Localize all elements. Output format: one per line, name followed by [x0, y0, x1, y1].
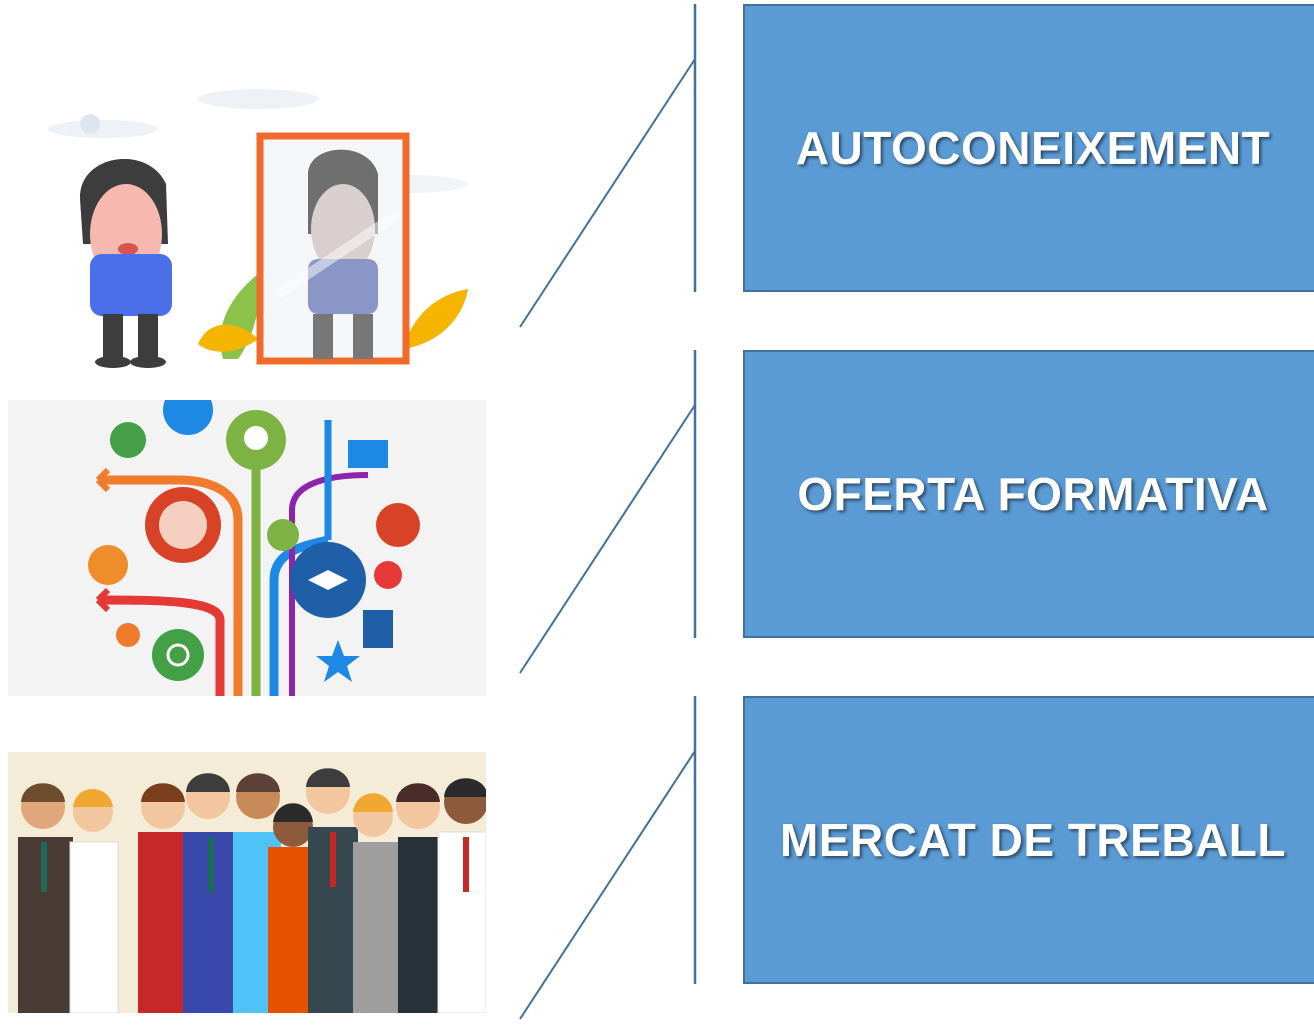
section-autoconeixement: AUTOCONEIXEMENT — [0, 4, 1314, 368]
topic-box-oferta-formativa: OFERTA FORMATIVA — [743, 350, 1314, 638]
connector-line — [519, 696, 697, 1020]
connector-line — [519, 4, 697, 328]
professionals-illustration — [8, 752, 486, 1013]
education-illustration — [8, 400, 486, 696]
mirror-illustration — [8, 44, 486, 374]
connector-line — [519, 350, 697, 674]
section-oferta-formativa: OFERTA FORMATIVA — [0, 350, 1314, 696]
topic-label: AUTOCONEIXEMENT — [795, 122, 1271, 174]
topic-box-mercat-de-treball: MERCAT DE TREBALL — [743, 696, 1314, 984]
topic-label: MERCAT DE TREBALL — [780, 814, 1286, 866]
topic-label: OFERTA FORMATIVA — [797, 468, 1269, 520]
topic-box-autoconeixement: AUTOCONEIXEMENT — [743, 4, 1314, 292]
section-mercat-de-treball: MERCAT DE TREBALL — [0, 696, 1314, 1020]
